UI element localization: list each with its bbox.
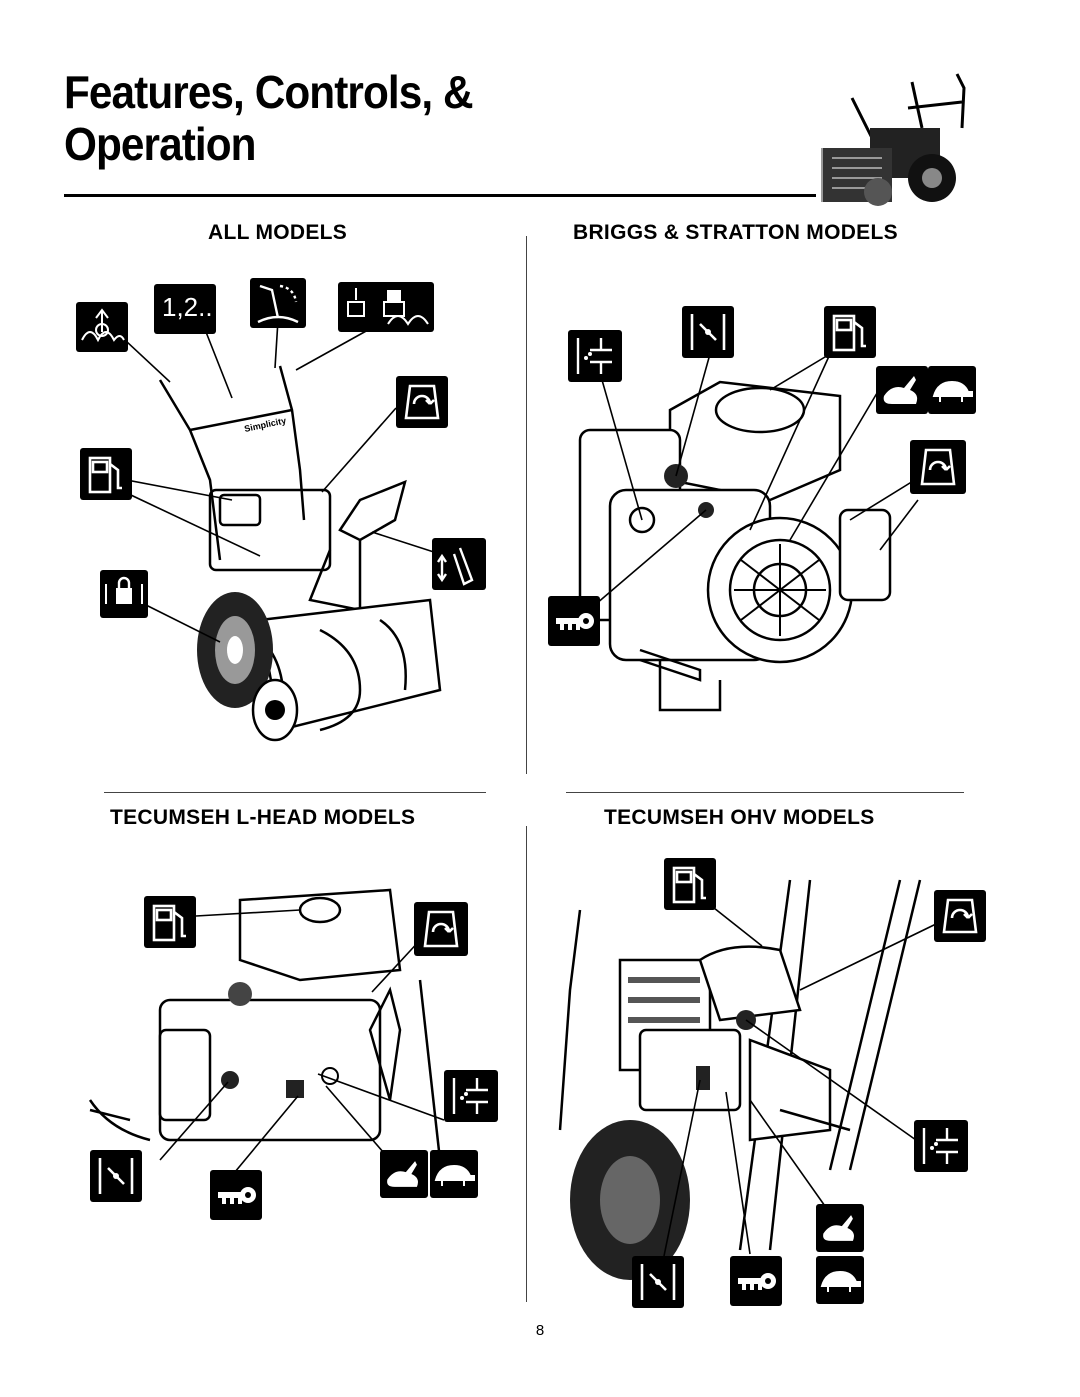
section-title-tecumseh-ohv: TECUMSEH OHV MODELS — [604, 806, 875, 829]
recoil-start-icon-tecumseh-lhead — [414, 902, 468, 956]
ignition-key-icon-tecumseh-lhead — [210, 1170, 262, 1220]
horizontal-rule-left — [104, 792, 486, 793]
fast-icon-tecumseh-lhead — [380, 1150, 428, 1198]
fast-icon — [876, 366, 928, 414]
speed-select-icon: 1,2.. — [154, 284, 216, 334]
choke-icon-tecumseh-lhead — [90, 1150, 142, 1202]
speed-select-label: 1,2.. — [162, 292, 213, 322]
slow-icon-tecumseh-ohv — [816, 1256, 864, 1304]
fuel-icon-tecumseh-lhead — [144, 896, 196, 948]
primer-icon-tecumseh-ohv — [914, 1120, 968, 1172]
slow-icon-tecumseh-lhead — [430, 1150, 478, 1198]
recoil-start-icon — [396, 376, 448, 428]
page-title: Features, Controls, & Operation — [64, 66, 508, 170]
choke-icon — [682, 306, 734, 358]
chute-crank-icon — [432, 538, 486, 590]
slow-icon — [928, 366, 976, 414]
ignition-key-icon — [548, 596, 600, 646]
page-title-line-2: Operation — [64, 118, 257, 170]
briggs-stratton-illustration — [540, 270, 980, 780]
page-title-line-1: Features, Controls, & — [64, 66, 474, 118]
all-models-illustration: Simplicity — [60, 270, 520, 780]
drive-lock-icon — [338, 282, 434, 332]
tecumseh-lhead-illustration — [70, 860, 510, 1240]
section-title-tecumseh-lhead: TECUMSEH L-HEAD MODELS — [110, 806, 416, 829]
wheel-lock-icon — [100, 570, 148, 618]
snow-thrower-thumbnail — [812, 68, 984, 220]
vertical-divider-bottom — [526, 826, 527, 1302]
section-title-briggs: BRIGGS & STRATTON MODELS — [573, 221, 898, 244]
section-title-all-models: ALL MODELS — [208, 221, 348, 244]
auger-drive-icon — [76, 302, 128, 352]
ignition-key-icon-tecumseh-ohv — [730, 1256, 782, 1306]
primer-icon-tecumseh-lhead — [444, 1070, 498, 1122]
fuel-icon-tecumseh-ohv — [664, 858, 716, 910]
tecumseh-ohv-illustration — [550, 870, 970, 1290]
title-rule — [64, 194, 816, 197]
fuel-icon — [80, 448, 132, 500]
chute-deflector-icon — [250, 278, 306, 328]
choke-icon-tecumseh-ohv — [632, 1256, 684, 1308]
fuel-icon-briggs — [824, 306, 876, 358]
page-number: 8 — [535, 1322, 545, 1339]
primer-icon — [568, 330, 622, 382]
recoil-start-icon-tecumseh-ohv — [934, 890, 986, 942]
vertical-divider-top — [526, 236, 527, 774]
horizontal-rule-right — [566, 792, 964, 793]
fast-icon-tecumseh-ohv — [816, 1204, 864, 1252]
recoil-start-icon-briggs — [910, 440, 966, 494]
